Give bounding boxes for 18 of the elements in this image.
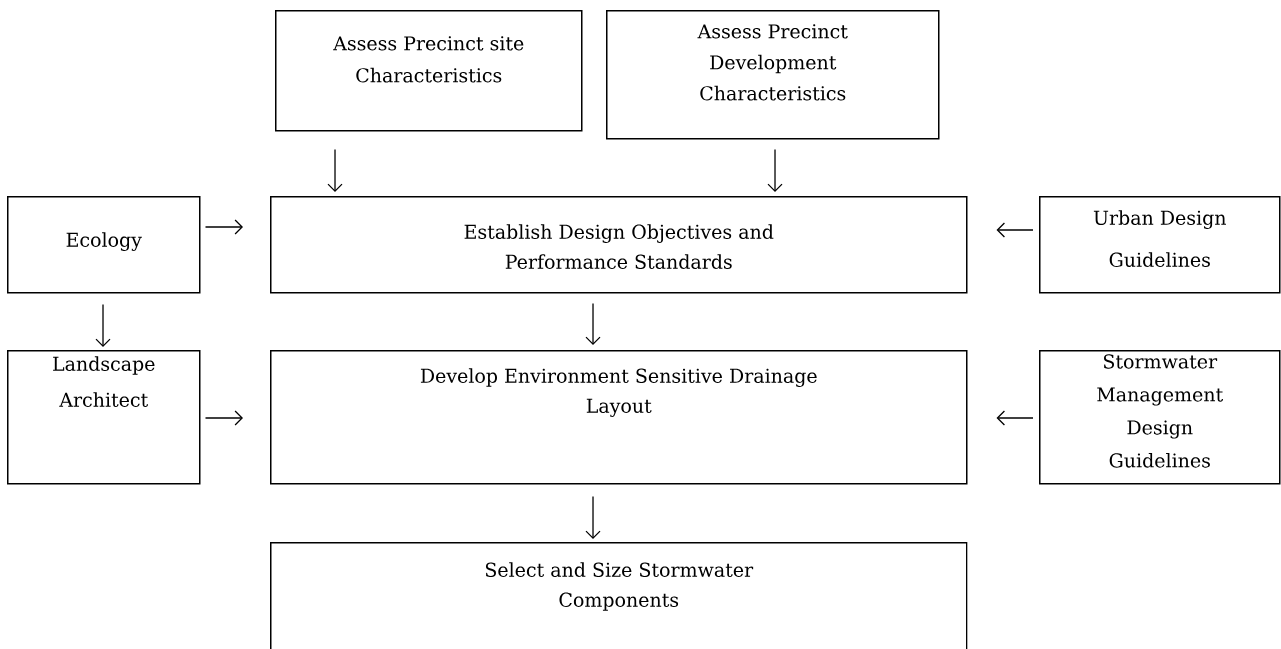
arrow	[996, 222, 1034, 238]
arrow	[767, 148, 783, 192]
process-box: Ecology	[7, 196, 201, 294]
process-box: Stormwater Management Design Guidelines	[1039, 350, 1281, 485]
arrow	[204, 219, 243, 235]
arrow	[204, 410, 243, 426]
arrow	[585, 302, 601, 345]
process-box: Establish Design Objectives and Performance Standards	[270, 196, 968, 294]
process-box: Landscape Architect	[7, 350, 201, 485]
arrow	[996, 410, 1034, 426]
process-box: Develop Environment Sensitive Drainage Layout	[270, 350, 968, 485]
process-box: Urban Design Guidelines	[1039, 196, 1281, 294]
arrow	[95, 303, 111, 347]
process-box: Select and Size Stormwater Components	[270, 542, 968, 649]
process-box: Assess Precinct Development Characteristics	[606, 10, 940, 140]
arrow	[585, 495, 601, 539]
arrow	[327, 148, 343, 192]
process-box: Assess Precinct site Characteristics	[275, 10, 583, 132]
